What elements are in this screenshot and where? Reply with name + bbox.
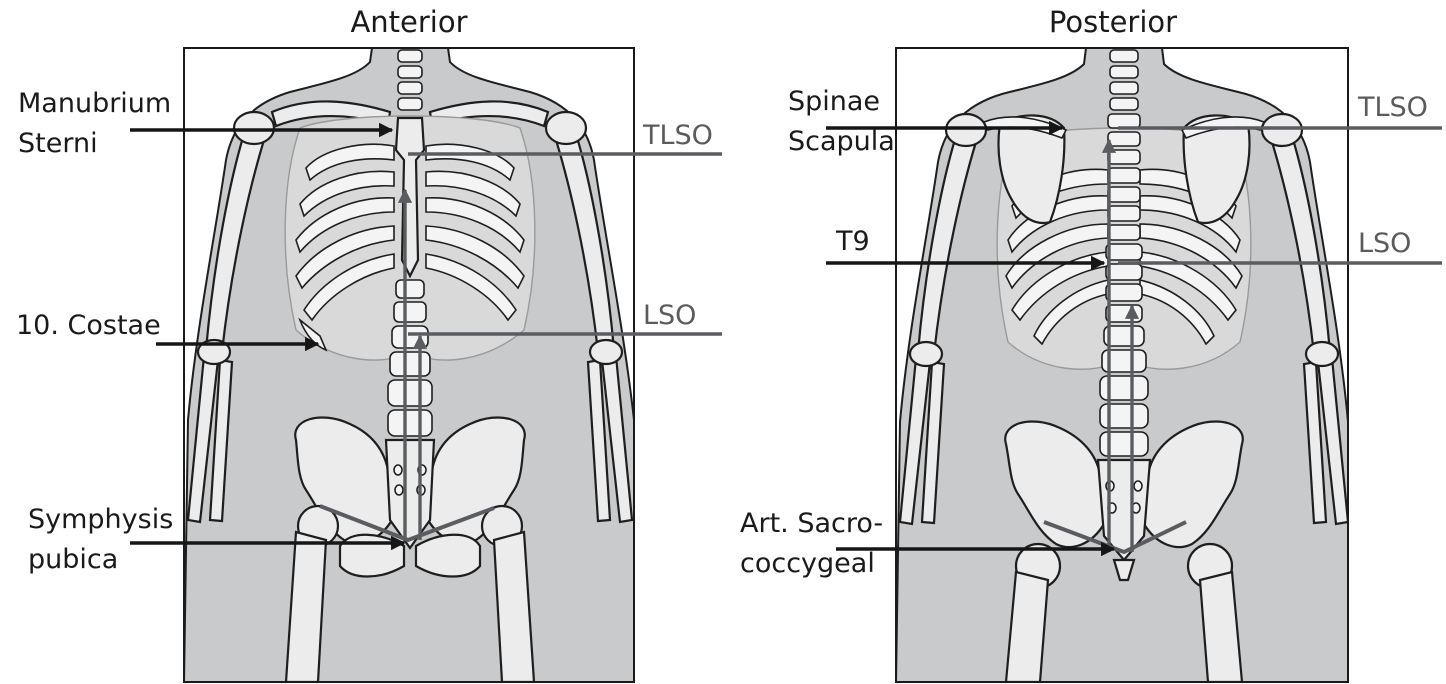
label-tlso: TLSO bbox=[642, 120, 713, 151]
posterior-panel: Posterior bbox=[740, 5, 1442, 682]
anterior-panel: Anterior bbox=[16, 5, 722, 682]
posterior-body bbox=[896, 48, 1348, 682]
label-spinae: Spinae Scapula bbox=[788, 86, 895, 157]
panel-title: Posterior bbox=[1049, 5, 1177, 39]
label-sacro: Art. Sacro- coccygeal bbox=[740, 508, 892, 579]
label-lso: LSO bbox=[1358, 228, 1411, 259]
label-lso: LSO bbox=[643, 300, 696, 331]
label-manubrium: Manubrium Sterni bbox=[18, 88, 180, 159]
label-t9: T9 bbox=[835, 226, 870, 257]
anterior-body bbox=[184, 48, 634, 682]
label-symphysis: Symphysis pubica bbox=[28, 504, 182, 575]
panel-title: Anterior bbox=[350, 5, 467, 39]
label-tlso: TLSO bbox=[1357, 92, 1428, 123]
label-costae: 10. Costae bbox=[16, 310, 161, 341]
